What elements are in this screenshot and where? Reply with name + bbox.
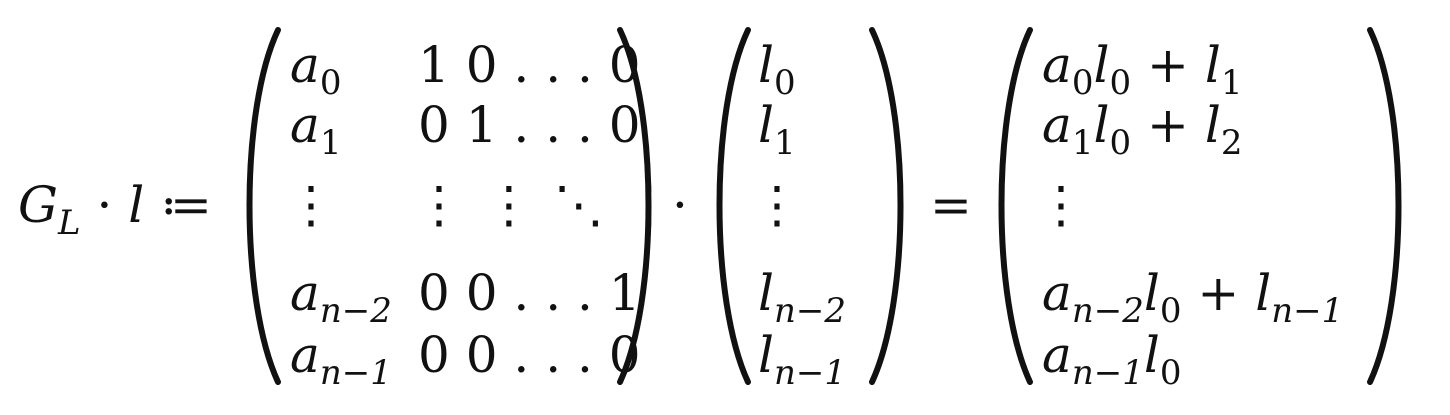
result-right-paren (1367, 27, 1402, 385)
vector-l-n-2: ln−2 (758, 264, 847, 331)
result-left-paren (998, 27, 1033, 385)
vector-left-paren (716, 27, 751, 385)
lhs-subscript: L (57, 203, 81, 243)
matrix-a-n-2: an−2 (290, 264, 392, 331)
matrix-row-0-entries: 1 0 . . . 0 (418, 36, 641, 94)
matrix-a-0: a0 (290, 36, 342, 103)
matrix-a-1: a1 (290, 96, 342, 163)
matrix-row-1-entries: 0 1 . . . 0 (418, 96, 641, 154)
result-row-vdots: ⋮ (1036, 176, 1086, 234)
vector-right-paren (869, 27, 904, 385)
result-row-1: a1l0 + l2 (1042, 96, 1243, 163)
lhs-vector: l (128, 176, 145, 234)
matrix-a-n-1: an−1 (290, 326, 392, 393)
lhs-symbol: G (18, 176, 58, 234)
matrix-row-3-entries: 0 0 . . . 1 (418, 264, 641, 322)
result-row-0: a0l0 + l1 (1042, 36, 1243, 103)
result-row-n-2: an−2l0 + ln−1 (1042, 264, 1344, 331)
lhs-assign: ≔ (160, 176, 212, 234)
matrix-left-paren (246, 27, 281, 385)
vector-l-1: l1 (758, 96, 796, 163)
vector-l-n-1: ln−1 (758, 326, 847, 393)
lhs-expression: GL · l ≔ (18, 180, 212, 240)
times-operator: · (672, 176, 688, 234)
matrix-row-4-entries: 0 0 . . . 0 (418, 326, 641, 384)
lhs-dot: · (96, 176, 113, 234)
result-row-n-1: an−1l0 (1042, 326, 1182, 393)
vector-l-0: l0 (758, 36, 796, 103)
matrix-row-2-entries: ⋮ ⋮ ⋱ ⋮ (414, 176, 674, 234)
vector-l-vdots: ⋮ (752, 176, 802, 234)
equals-sign: = (930, 176, 972, 234)
matrix-a-vdots: ⋮ (286, 176, 336, 234)
matrix-right-paren (617, 27, 652, 385)
